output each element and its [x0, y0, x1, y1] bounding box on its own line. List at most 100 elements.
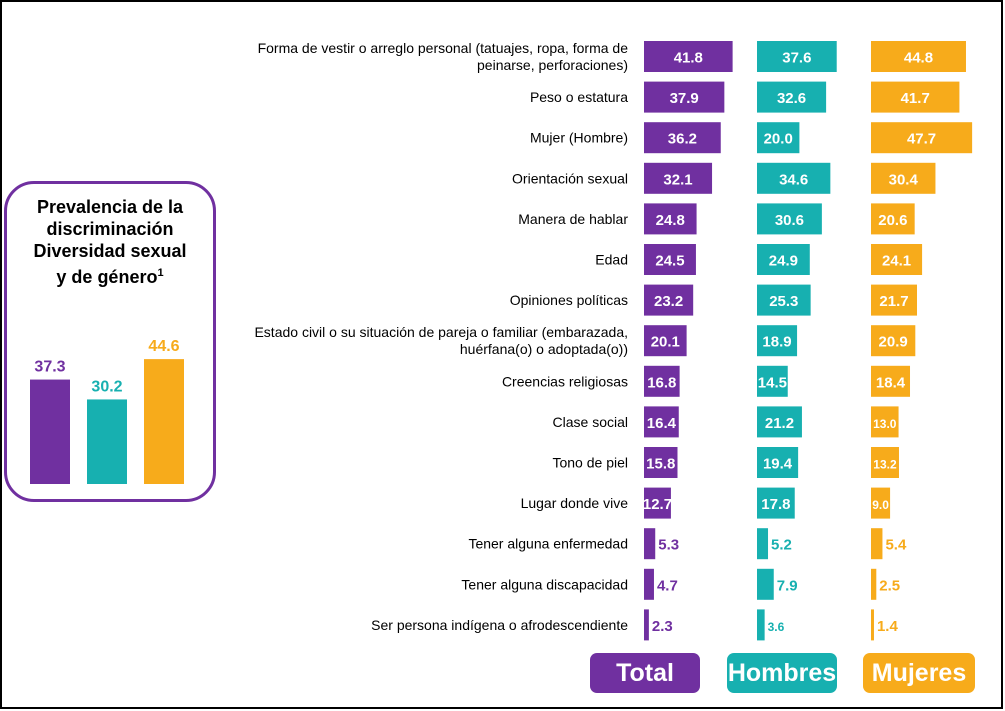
- bar-hombres: [757, 284, 811, 316]
- bar-hombres: [757, 609, 765, 641]
- inset-label-hombres: 30.2: [91, 378, 122, 395]
- bar-hombres: [757, 81, 827, 113]
- inset-label-total: 37.3: [34, 359, 65, 376]
- data-label-mujeres: 44.8: [904, 50, 933, 67]
- data-label-total: 16.8: [647, 374, 676, 391]
- category-label: Lugar donde vive: [521, 495, 629, 511]
- data-label-total: 23.2: [654, 293, 683, 310]
- bar-total: [644, 609, 649, 641]
- bar-mujeres: [871, 568, 877, 600]
- data-label-mujeres: 24.1: [882, 253, 911, 270]
- inset-bar-mujeres: [144, 359, 184, 484]
- data-label-mujeres: 9.0: [872, 498, 889, 512]
- data-label-hombres: 24.9: [769, 253, 798, 270]
- data-label-total: 5.3: [658, 537, 679, 554]
- category-label: Ser persona indígena o afrodescendiente: [371, 617, 628, 633]
- data-label-hombres: 34.6: [779, 171, 808, 188]
- category-label: Peso o estatura: [530, 89, 628, 105]
- data-label-hombres: 21.2: [765, 415, 794, 432]
- data-label-hombres: 18.9: [762, 334, 791, 351]
- inset-panel: Prevalencia de la discriminación Diversi…: [4, 181, 216, 502]
- data-label-mujeres: 20.9: [879, 334, 908, 351]
- bar-total: [644, 122, 721, 154]
- category-label: Mujer (Hombre): [530, 130, 628, 146]
- category-label: Tono de piel: [552, 455, 628, 471]
- bar-hombres: [757, 365, 788, 397]
- bar-total: [644, 568, 654, 600]
- bar-total: [644, 244, 696, 275]
- bar-hombres: [757, 406, 802, 438]
- bar-hombres: [757, 203, 822, 235]
- legend-hombres: Hombres: [727, 653, 837, 693]
- data-label-hombres: 14.5: [758, 374, 787, 391]
- data-label-total: 32.1: [663, 171, 692, 188]
- bar-hombres: [757, 162, 831, 194]
- bar-hombres: [757, 325, 798, 357]
- bar-total: [644, 284, 694, 316]
- bar-hombres: [757, 568, 774, 600]
- bar-total: [644, 41, 733, 72]
- bar-mujeres: [871, 284, 918, 316]
- data-label-hombres: 25.3: [769, 293, 798, 310]
- data-label-total: 4.7: [657, 577, 678, 594]
- data-label-mujeres: 1.4: [877, 618, 899, 635]
- data-label-mujeres: 13.0: [873, 417, 897, 431]
- category-label: Tener alguna discapacidad: [461, 576, 628, 592]
- category-label: Estado civil o su situación de pareja o …: [254, 324, 628, 357]
- bar-mujeres: [871, 244, 923, 275]
- data-label-hombres: 20.0: [764, 131, 793, 148]
- bar-mujeres: [871, 122, 973, 154]
- inset-bar-total: [30, 379, 70, 484]
- category-label: Opiniones políticas: [510, 292, 628, 308]
- data-label-hombres: 32.6: [777, 90, 806, 107]
- data-label-mujeres: 18.4: [876, 374, 906, 391]
- data-label-mujeres: 5.4: [885, 537, 907, 554]
- category-label: Creencias religiosas: [502, 373, 628, 389]
- data-label-total: 37.9: [670, 90, 699, 107]
- bar-total: [644, 447, 678, 478]
- data-label-mujeres: 20.6: [878, 212, 907, 229]
- data-label-mujeres: 2.5: [879, 577, 900, 594]
- bar-mujeres: [871, 487, 891, 519]
- data-label-mujeres: 13.2: [873, 458, 897, 472]
- category-label: Tener alguna enfermedad: [468, 536, 628, 552]
- bar-mujeres: [871, 528, 883, 560]
- data-label-hombres: 30.6: [775, 212, 804, 229]
- data-label-hombres: 3.6: [768, 620, 785, 634]
- bar-hombres: [757, 41, 837, 72]
- bar-total: [644, 528, 656, 560]
- data-label-hombres: 7.9: [777, 577, 798, 594]
- data-label-total: 20.1: [651, 334, 680, 351]
- data-label-total: 2.3: [652, 618, 673, 635]
- bar-total: [644, 203, 697, 235]
- data-label-hombres: 37.6: [782, 50, 811, 67]
- data-label-hombres: 5.2: [771, 537, 792, 554]
- category-label: Orientación sexual: [512, 170, 628, 186]
- bar-total: [644, 406, 679, 438]
- data-label-total: 15.8: [646, 456, 675, 473]
- inset-title: Prevalencia de la discriminación Diversi…: [7, 196, 213, 288]
- inset-label-mujeres: 44.6: [148, 338, 179, 355]
- bar-hombres: [757, 528, 769, 560]
- data-label-total: 16.4: [647, 415, 677, 432]
- legend-total: Total: [590, 653, 700, 693]
- bar-mujeres: [871, 406, 899, 438]
- bar-mujeres: [871, 609, 874, 641]
- bar-mujeres: [871, 203, 915, 235]
- bar-total: [644, 81, 725, 113]
- bar-total: [644, 162, 713, 194]
- category-label: Manera de hablar: [518, 211, 628, 227]
- data-label-total: 36.2: [668, 131, 697, 148]
- bar-mujeres: [871, 365, 911, 397]
- inset-bar-hombres: [87, 399, 127, 484]
- data-label-total: 24.5: [655, 253, 684, 270]
- data-label-total: 41.8: [674, 50, 703, 67]
- bar-total: [644, 487, 671, 519]
- category-label: Forma de vestir o arreglo personal (tatu…: [258, 40, 629, 73]
- inset-chart: 37.3 30.2 44.6: [30, 338, 184, 484]
- data-label-mujeres: 47.7: [907, 131, 936, 148]
- inset-footnote-mark: 1: [157, 267, 164, 279]
- legend-mujeres: Mujeres: [863, 653, 975, 693]
- inset-title-text: Prevalencia de la discriminación Diversi…: [33, 197, 187, 287]
